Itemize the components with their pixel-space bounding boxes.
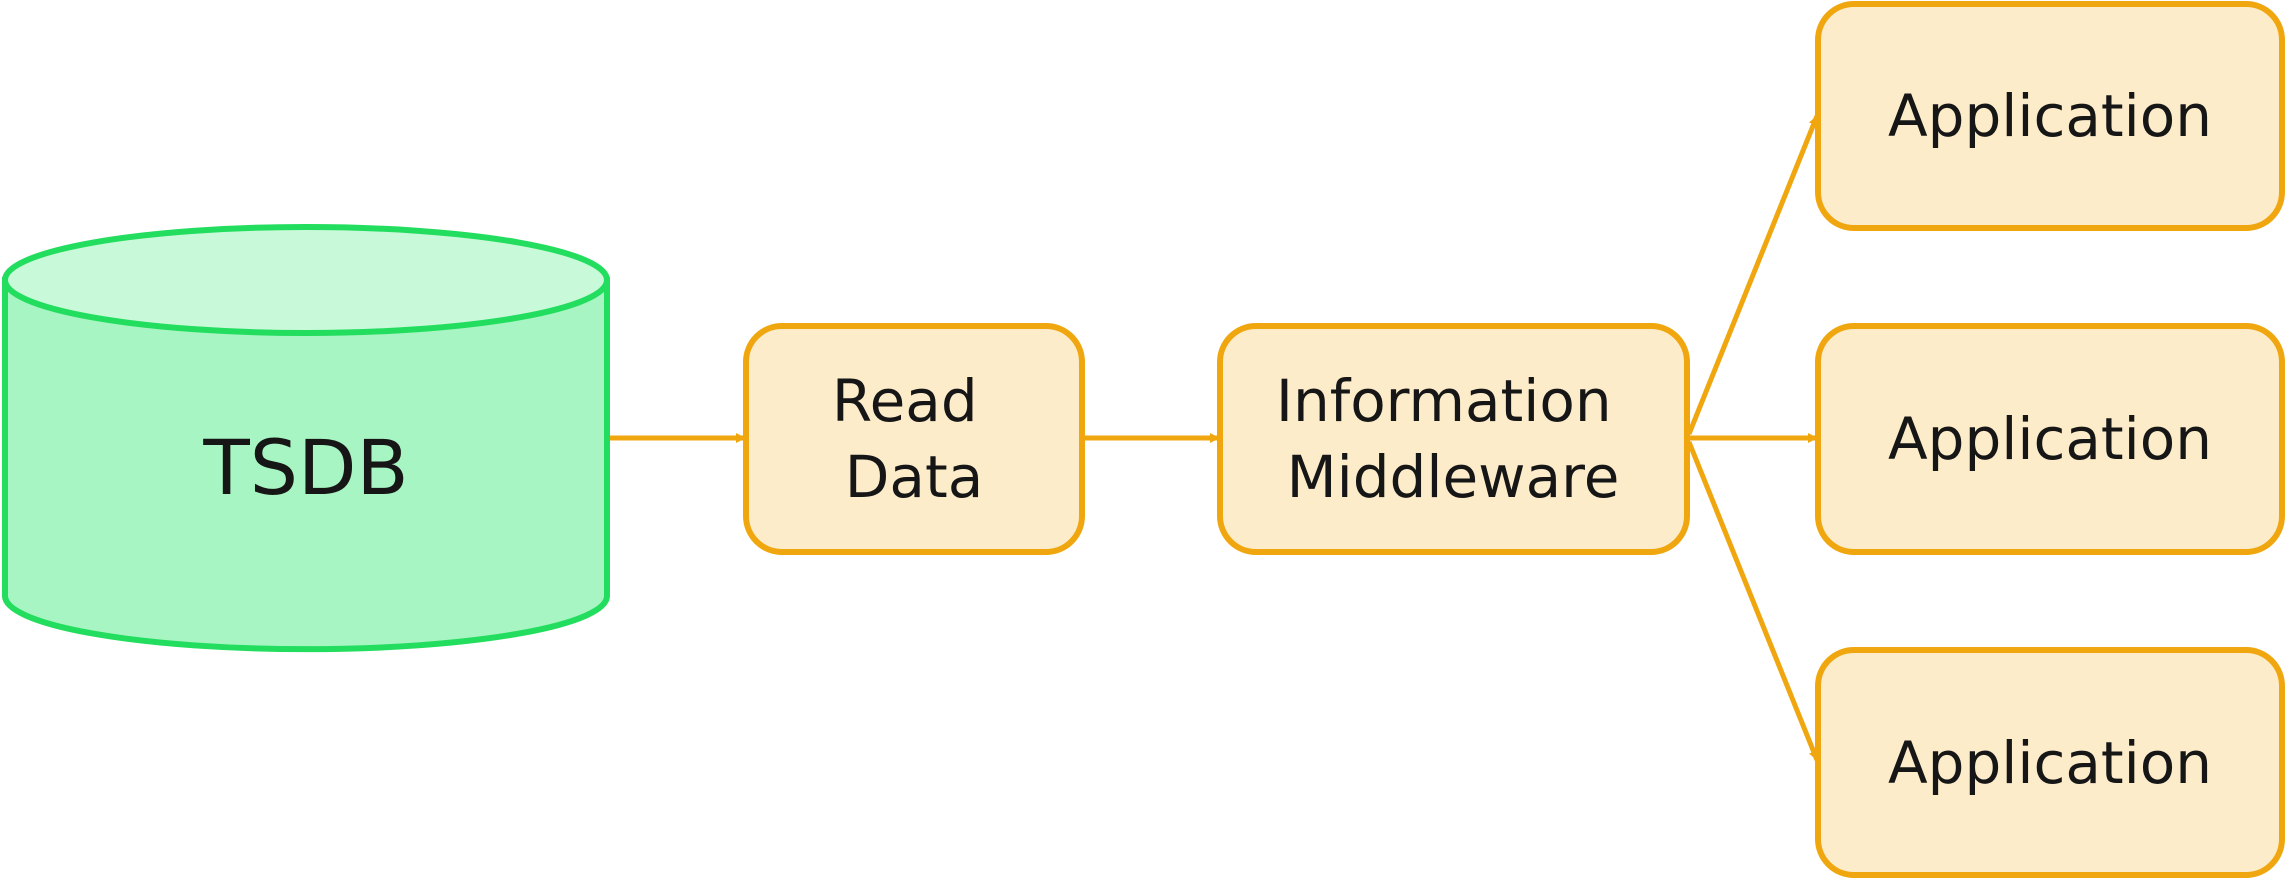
application-label: Application: [1888, 82, 2212, 150]
information-middleware-label: Information Middleware: [1276, 367, 1630, 511]
information-middleware-label-line-2: Middleware: [1287, 443, 1620, 511]
application-label: Application: [1888, 729, 2212, 797]
information-middleware-node: Information Middleware: [1217, 323, 1690, 555]
tsdb-database-node: TSDB: [2, 224, 610, 653]
read-data-label: Read Data: [832, 367, 996, 511]
application-box: [1815, 647, 2285, 878]
read-data-node: Read Data: [743, 323, 1085, 555]
application-label: Application: [1888, 405, 2212, 473]
tsdb-cylinder-top: [2, 224, 610, 336]
edges: [609, 115, 1820, 761]
read-data-label-line-2: Data: [845, 443, 984, 511]
read-data-box: [743, 323, 1085, 555]
read-data-label-line-1: Read: [832, 367, 978, 435]
application-node-top: Application: [1815, 1, 2285, 231]
information-middleware-label-line-1: Information: [1276, 367, 1612, 435]
edge-middleware-to-application-bottom: [1686, 441, 1820, 761]
application-box: [1815, 1, 2285, 231]
application-box: [1815, 323, 2285, 555]
application-node-bottom: Application: [1815, 647, 2285, 878]
information-middleware-box: [1217, 323, 1690, 555]
edge-middleware-to-application-top: [1686, 115, 1820, 435]
tsdb-cylinder-body: [2, 277, 610, 653]
tsdb-label: TSDB: [202, 423, 408, 512]
application-node-middle: Application: [1815, 323, 2285, 555]
